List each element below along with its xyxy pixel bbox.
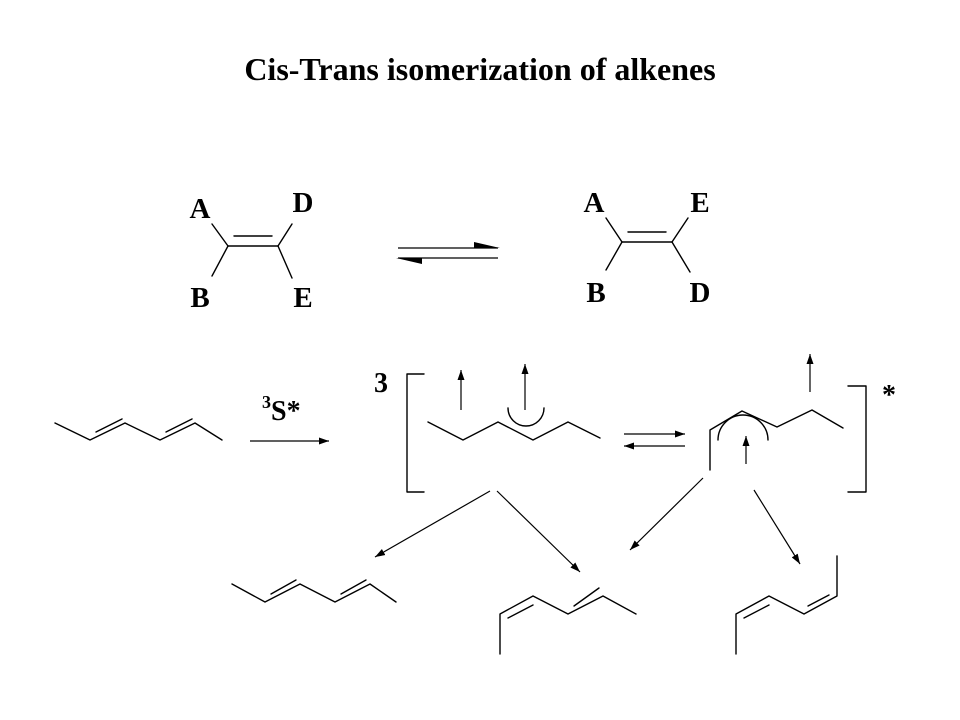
alkene-cis: A D B E xyxy=(190,187,314,314)
diagram-title: Cis-Trans isomerization of alkenes xyxy=(244,51,715,87)
sensitizer-superscript: 3 xyxy=(262,392,271,412)
triplet-bracket: 3 * xyxy=(374,368,896,493)
triplet-multiplicity: 3 xyxy=(374,368,388,399)
atom-b-right: B xyxy=(586,277,605,309)
atom-d-right: D xyxy=(690,277,711,309)
triplet-biradical-1 xyxy=(427,364,601,441)
atom-e-right: E xyxy=(690,187,709,219)
atom-e-left: E xyxy=(293,282,312,314)
atom-a-right: A xyxy=(584,187,605,219)
equilibrium-arrows xyxy=(396,242,500,264)
atom-a-left: A xyxy=(190,193,211,225)
biradical-equilibrium xyxy=(624,430,685,450)
product-cis-trans xyxy=(499,587,637,655)
starting-diene xyxy=(54,418,223,441)
product-cis-cis xyxy=(735,555,838,655)
atom-d-left: D xyxy=(293,187,314,219)
triplet-biradical-2 xyxy=(709,354,844,471)
sensitizer-base: S* xyxy=(271,396,301,427)
sensitizer-label: 3S* xyxy=(262,392,301,427)
decay-arrows xyxy=(374,477,801,573)
alkene-trans: A E B D xyxy=(584,187,711,309)
atom-b-left: B xyxy=(190,282,209,314)
product-trans-trans xyxy=(231,579,397,603)
sensitizer-step: 3S* xyxy=(250,392,329,445)
excited-state-marker: * xyxy=(882,380,896,411)
